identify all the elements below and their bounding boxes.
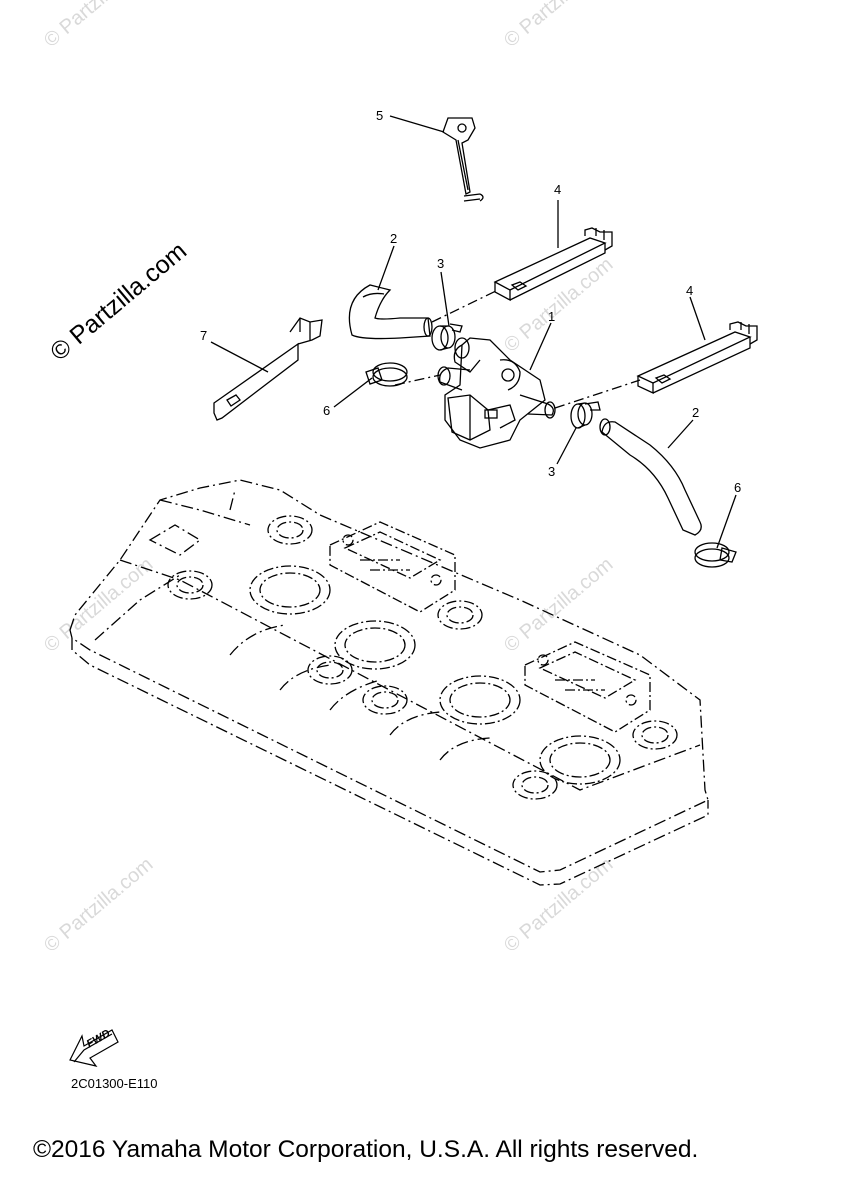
clamp-part-6-left bbox=[365, 362, 408, 387]
air-cut-valve-part-1 bbox=[437, 337, 556, 449]
leader-lines bbox=[210, 115, 737, 549]
callout-4-right: 4 bbox=[686, 283, 694, 298]
callout-2-upper: 2 bbox=[390, 231, 398, 246]
bracket-part-5 bbox=[442, 117, 484, 202]
hose-part-2-right bbox=[599, 418, 702, 536]
clamp-part-6-right bbox=[694, 542, 737, 568]
clip-part-4-right bbox=[636, 321, 758, 395]
hose-part-2-left bbox=[348, 284, 433, 340]
fwd-arrow-icon bbox=[69, 1029, 119, 1067]
assembly-lines bbox=[394, 289, 641, 409]
callout-1: 1 bbox=[548, 309, 556, 324]
clip-part-7 bbox=[213, 317, 323, 421]
callout-3-upper: 3 bbox=[437, 256, 445, 271]
hose-clamp-part-3-lower bbox=[570, 401, 601, 429]
callout-5: 5 bbox=[376, 108, 384, 123]
cover-holes bbox=[167, 515, 678, 800]
callout-7: 7 bbox=[200, 328, 208, 343]
copyright-notice: ©2016 Yamaha Motor Corporation, U.S.A. A… bbox=[33, 1136, 699, 1163]
hose-clamp-part-3-upper bbox=[431, 323, 463, 351]
callout-4-upper: 4 bbox=[554, 182, 562, 197]
cylinder-head-cover bbox=[69, 479, 709, 886]
callout-6-left: 6 bbox=[323, 403, 331, 418]
clip-part-4-upper bbox=[493, 227, 613, 302]
drawing-code: 2C01300-E110 bbox=[71, 1076, 158, 1091]
callout-6-right: 6 bbox=[734, 480, 742, 495]
reed-valve-housings bbox=[329, 521, 651, 733]
callout-3-lower: 3 bbox=[548, 464, 556, 479]
callout-2-right: 2 bbox=[692, 405, 700, 420]
